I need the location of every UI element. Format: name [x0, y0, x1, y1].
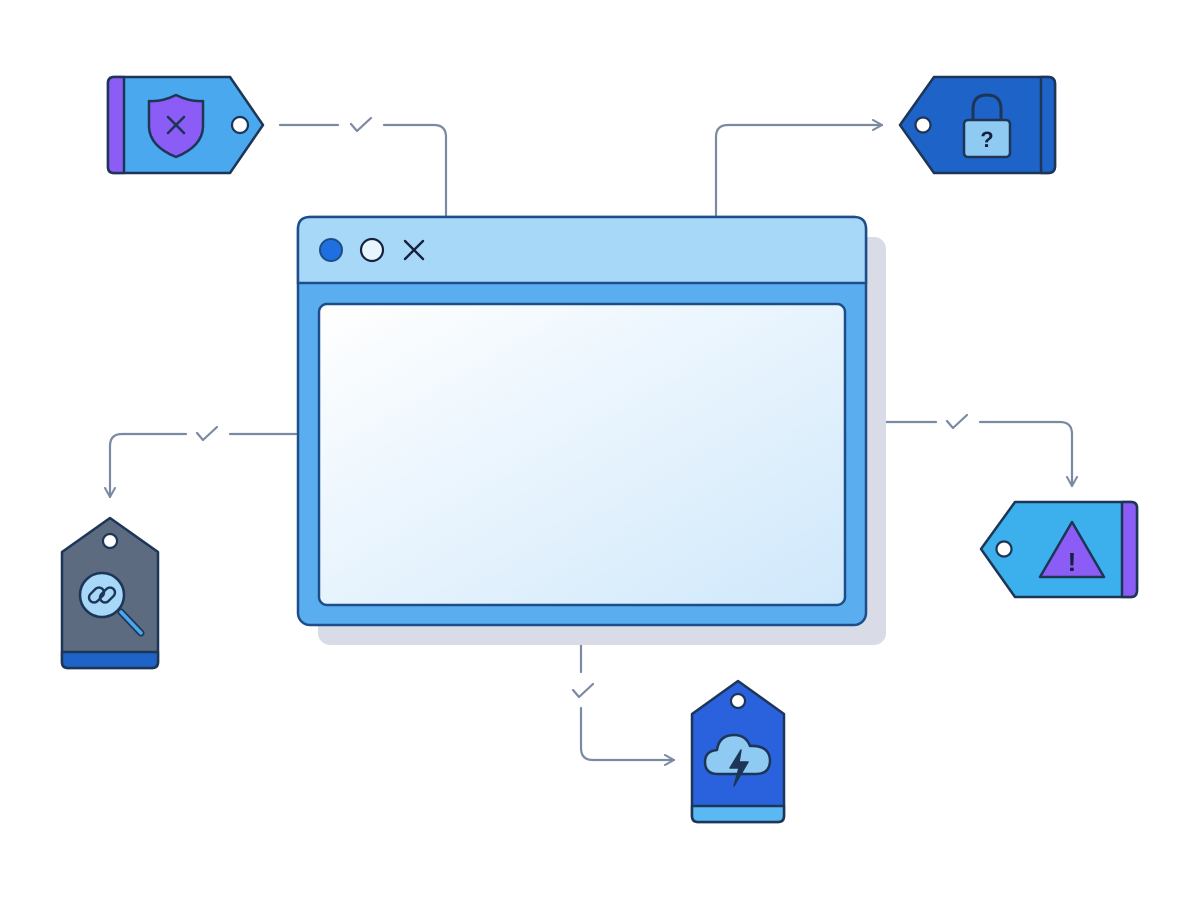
browser-window — [296, 215, 886, 645]
tag-hole — [729, 692, 747, 710]
link-search-icon — [78, 571, 145, 637]
window-content-pane — [317, 302, 847, 607]
connector-shield — [278, 116, 448, 217]
window-circle-button[interactable] — [359, 237, 385, 263]
padlock-glyph: ? — [980, 127, 993, 152]
check-mark-icon — [349, 116, 373, 133]
warning-triangle-icon: ! — [1038, 520, 1106, 579]
tag-hole — [101, 532, 119, 550]
padlock-question-icon: ? — [962, 93, 1012, 159]
connector-lock — [714, 119, 884, 217]
window-titlebar — [296, 215, 868, 285]
check-mark-icon — [195, 425, 219, 442]
window-close-icon[interactable] — [403, 239, 425, 261]
cloud-tag — [690, 679, 786, 824]
connector-alert — [864, 413, 1078, 488]
warning-glyph: ! — [1068, 547, 1077, 577]
tag-hole — [230, 115, 250, 135]
alert-tag: ! — [979, 500, 1139, 599]
shield-tag — [106, 75, 265, 175]
check-mark-icon — [945, 413, 969, 430]
tag-hole — [995, 540, 1013, 558]
lock-tag: ? — [898, 75, 1057, 175]
check-mark-icon — [571, 682, 595, 699]
connector-cloud — [571, 626, 676, 766]
shield-x-icon — [147, 93, 205, 159]
window-dot-button[interactable] — [319, 238, 343, 262]
link-tag — [60, 516, 160, 670]
cloud-lightning-icon — [703, 733, 772, 787]
tag-hole — [914, 116, 932, 134]
connector-link — [104, 425, 298, 499]
